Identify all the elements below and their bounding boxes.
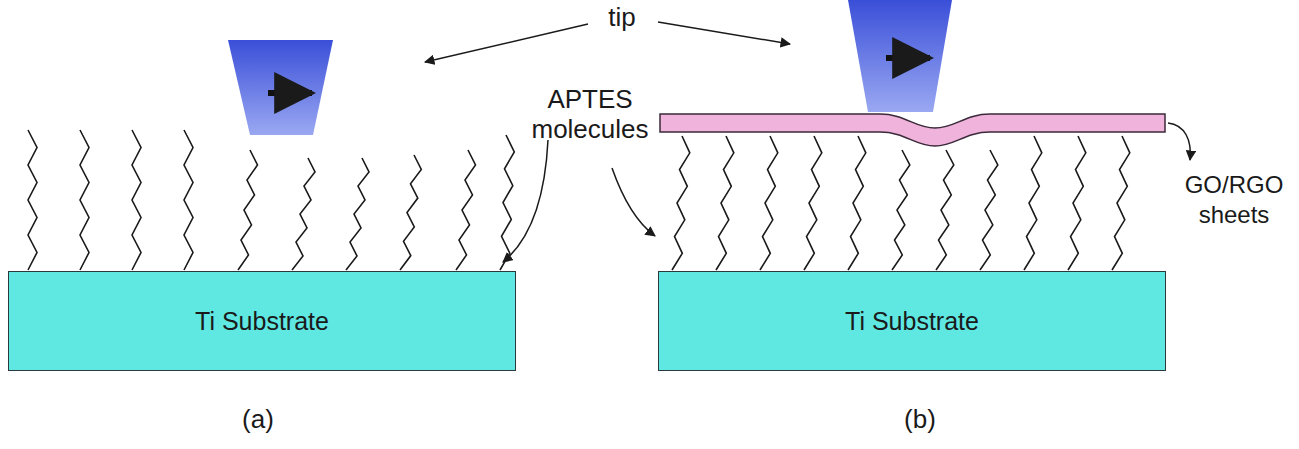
aptes-molecule	[400, 155, 421, 270]
aptes-molecule	[28, 130, 37, 270]
aptes-molecule	[346, 158, 369, 270]
go-sheet	[660, 114, 1165, 146]
aptes-molecule	[132, 130, 141, 270]
aptes-molecule	[1024, 136, 1042, 270]
leader-arrow	[1168, 123, 1190, 160]
substrate-label: Ti Substrate	[195, 307, 329, 336]
substrate-box: Ti Substrate	[658, 271, 1166, 371]
aptes-molecule	[292, 158, 315, 270]
leader-arrow	[658, 22, 790, 44]
aptes-molecule	[500, 135, 514, 270]
afm-tip	[228, 40, 333, 135]
aptes-molecule	[760, 136, 778, 270]
callout-label: (b)	[880, 404, 960, 434]
aptes-molecule	[892, 150, 910, 270]
aptes-molecule	[1112, 136, 1130, 270]
aptes-molecule	[80, 130, 89, 270]
aptes-molecule	[672, 136, 690, 270]
callout-label: tip	[582, 2, 662, 32]
motion-arrow	[886, 55, 930, 61]
afm-tip	[848, 0, 952, 112]
callout-label: (a)	[218, 404, 298, 434]
aptes-molecule	[184, 130, 193, 270]
leader-arrow	[503, 140, 548, 262]
leader-arrow	[612, 168, 655, 236]
aptes-molecule	[238, 150, 258, 270]
aptes-molecule	[456, 150, 476, 270]
aptes-molecule	[980, 150, 998, 270]
motion-arrow	[268, 90, 312, 96]
substrate-label: Ti Substrate	[845, 307, 979, 336]
aptes-molecule	[716, 136, 734, 270]
aptes-molecule	[848, 136, 866, 270]
aptes-molecule	[936, 150, 954, 270]
aptes-molecule	[1068, 136, 1086, 270]
leader-arrow	[425, 24, 588, 62]
substrate-box: Ti Substrate	[8, 271, 516, 371]
aptes-chains	[28, 130, 1130, 270]
callout-label: GO/RGO sheets	[1175, 170, 1293, 230]
aptes-molecule	[804, 136, 822, 270]
callout-label: APTES molecules	[515, 84, 665, 144]
